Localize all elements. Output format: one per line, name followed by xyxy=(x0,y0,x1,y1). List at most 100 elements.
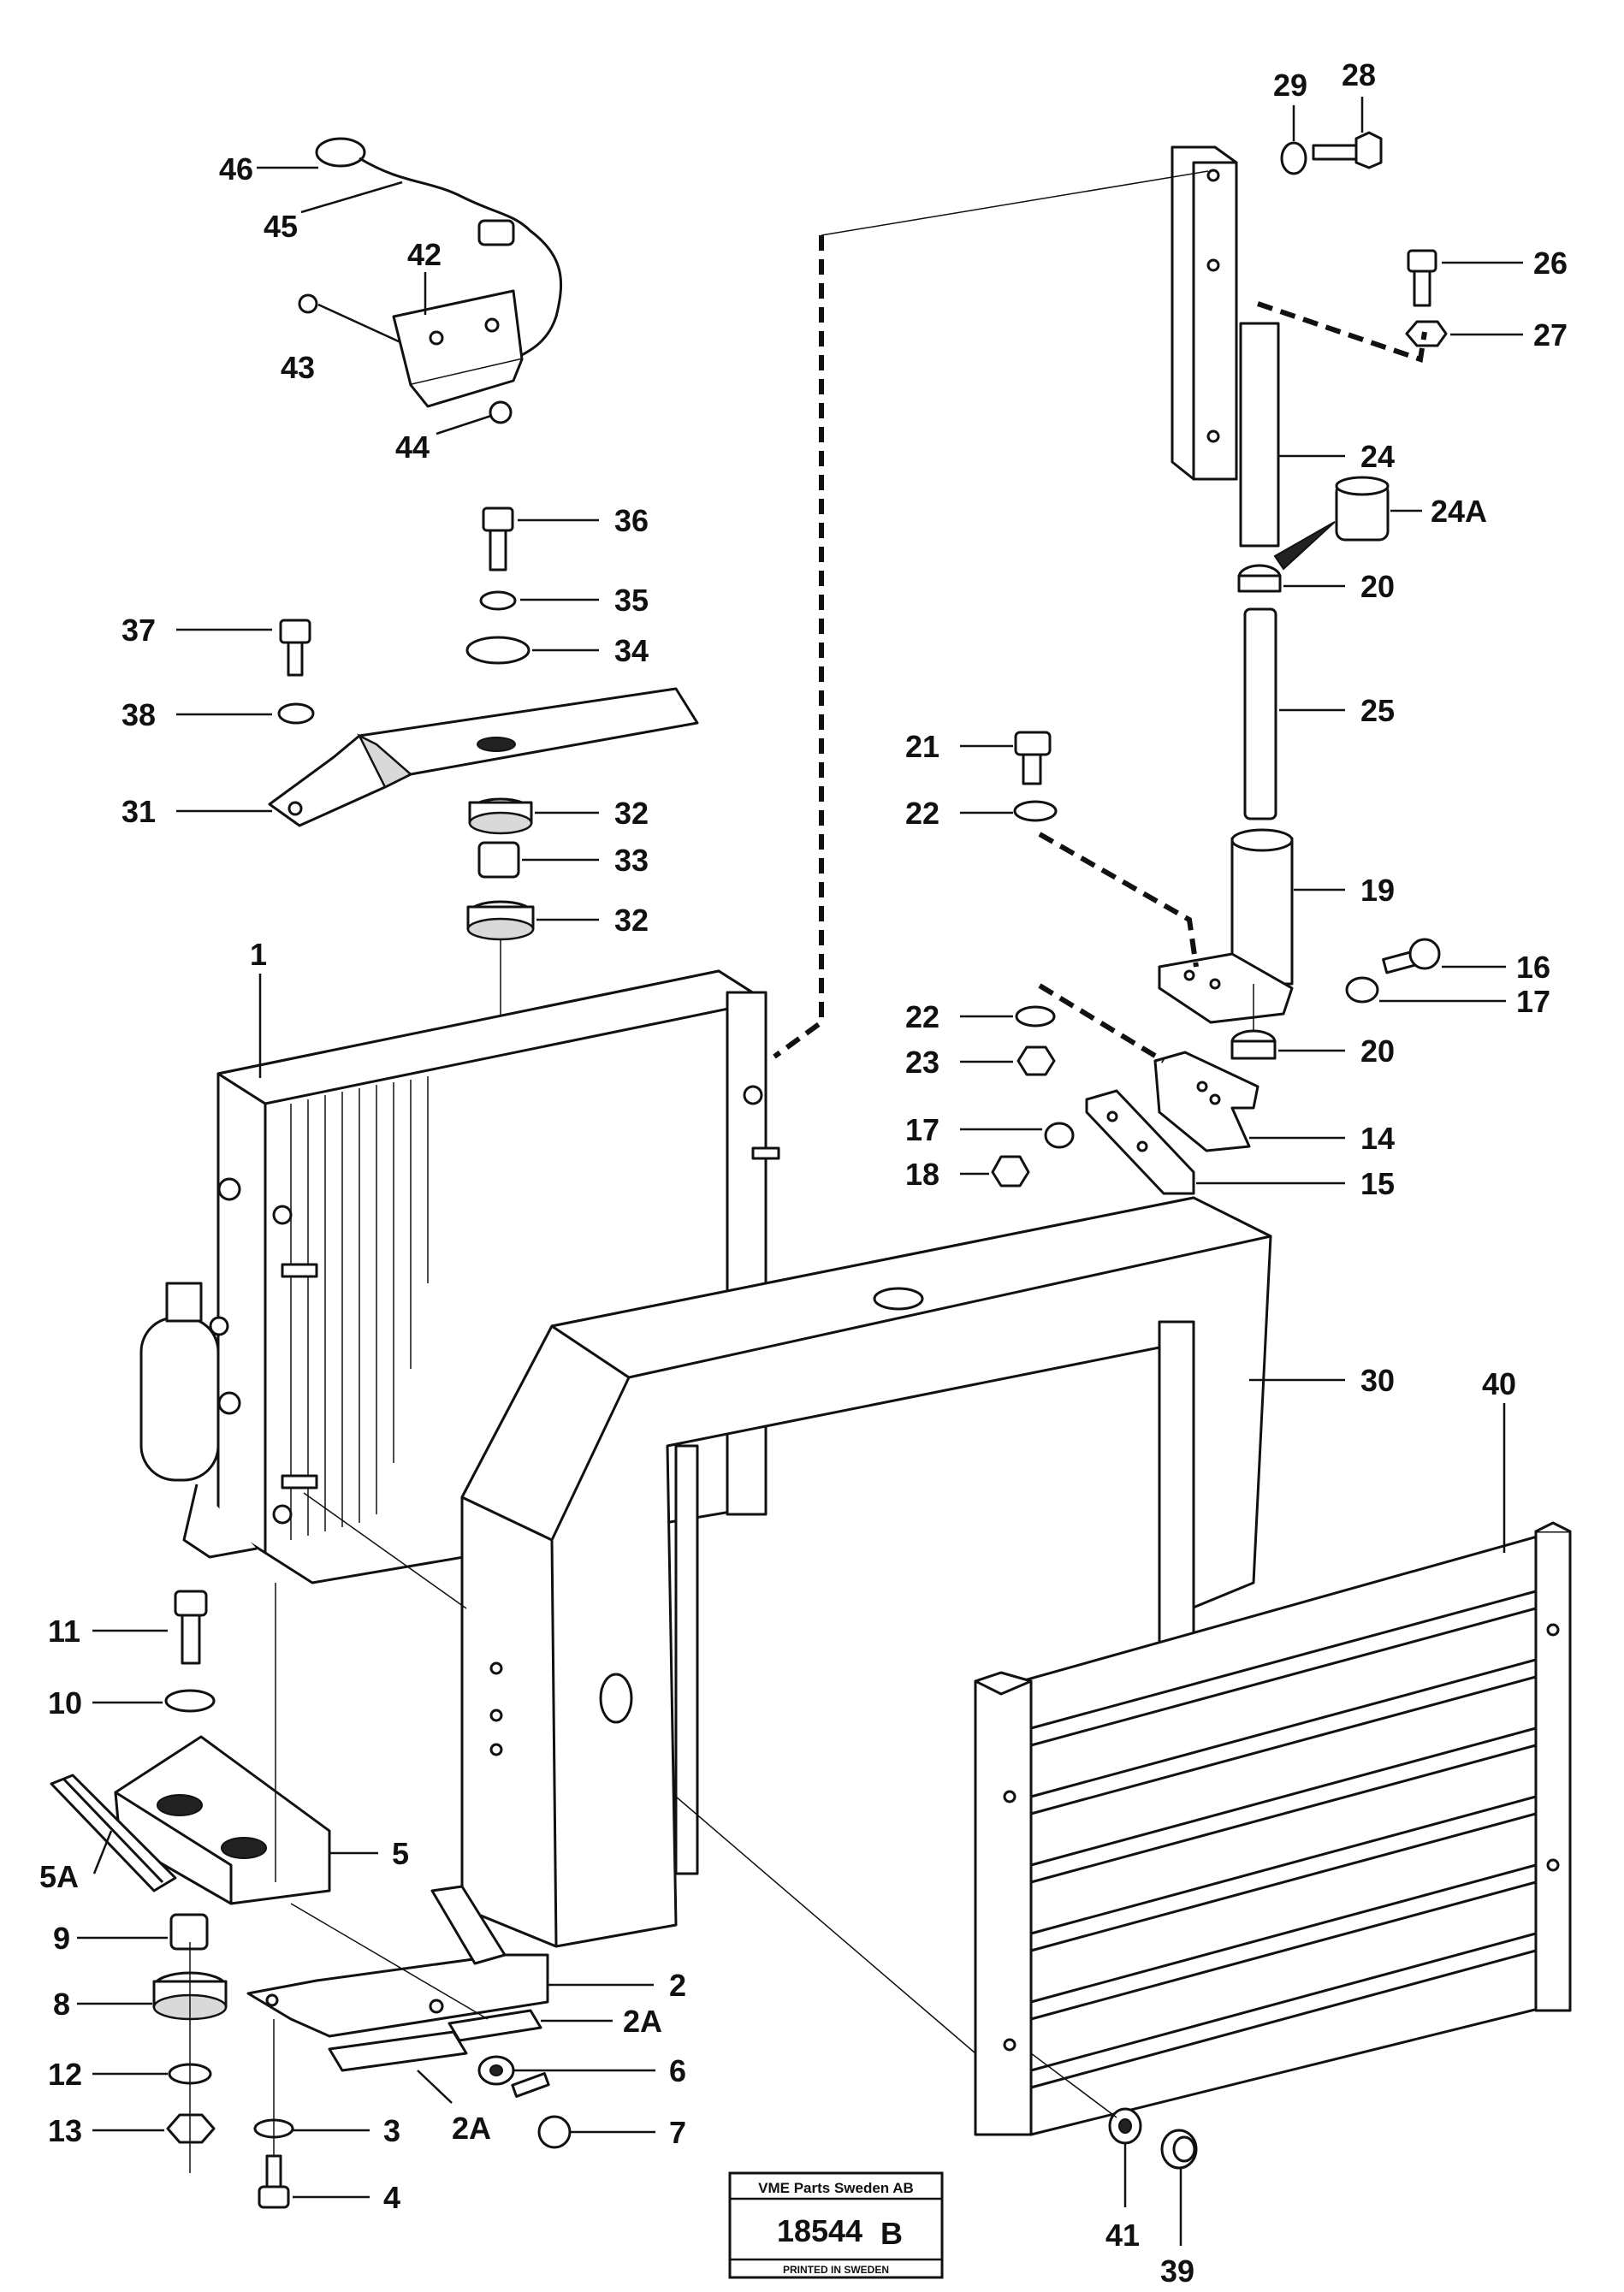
callout-42: 42 xyxy=(407,237,442,272)
callout-13: 13 xyxy=(48,2113,82,2148)
bolt-16 xyxy=(1382,938,1441,974)
callout-2A-right: 2A xyxy=(623,2004,662,2039)
bolt-4 xyxy=(258,2154,290,2209)
callout-5: 5 xyxy=(392,1836,409,1871)
callout-34: 34 xyxy=(614,633,649,668)
washer-38 xyxy=(277,702,315,725)
wiring-harness-assembly xyxy=(298,137,563,424)
callout-10: 10 xyxy=(48,1685,82,1720)
assembly-lines xyxy=(303,170,1427,2118)
nut-13 xyxy=(166,2113,216,2144)
callout-8: 8 xyxy=(53,1987,70,2022)
washer-6 xyxy=(477,2055,515,2086)
callout-5A: 5A xyxy=(39,1859,79,1894)
nut-18 xyxy=(991,1155,1030,1187)
plate-15 xyxy=(1085,1089,1195,1195)
callout-18: 18 xyxy=(905,1157,939,1192)
callout-7: 7 xyxy=(669,2115,686,2150)
callout-22-upper: 22 xyxy=(905,796,939,831)
callout-26: 26 xyxy=(1533,246,1568,281)
callout-2A-lower: 2A xyxy=(452,2111,491,2146)
bushing-20-upper xyxy=(1237,564,1282,593)
callout-43: 43 xyxy=(281,350,315,385)
callout-31: 31 xyxy=(122,794,156,829)
pin-25 xyxy=(1243,607,1277,820)
callout-17-right: 17 xyxy=(1516,984,1550,1019)
washer-17-left xyxy=(1044,1122,1075,1149)
stamp-suffix: B xyxy=(880,2216,903,2251)
bracket-2 xyxy=(246,1885,549,2038)
callout-16: 16 xyxy=(1516,950,1550,985)
callout-29: 29 xyxy=(1273,68,1307,103)
tube-19 xyxy=(1230,828,1294,986)
nut-23 xyxy=(1016,1045,1056,1076)
callout-24A: 24A xyxy=(1431,494,1487,529)
rubber-mount-32-upper xyxy=(468,797,533,835)
callout-6: 6 xyxy=(669,2053,686,2088)
callout-12: 12 xyxy=(48,2057,82,2092)
washer-22-upper xyxy=(1013,800,1058,822)
frame-30 xyxy=(460,1196,1272,1948)
callout-21: 21 xyxy=(905,729,939,764)
title-stamp: VME Parts Sweden AB 18544 B PRINTED IN S… xyxy=(728,2171,944,2279)
callout-36: 36 xyxy=(614,503,649,538)
callout-22-lower: 22 xyxy=(905,999,939,1034)
upper-bracket-31 xyxy=(268,687,699,827)
callout-17-left: 17 xyxy=(905,1112,939,1147)
washer-35 xyxy=(479,590,517,611)
grille-40 xyxy=(974,1521,1572,2136)
stamp-company: VME Parts Sweden AB xyxy=(758,2180,914,2196)
callout-45: 45 xyxy=(264,209,298,244)
spacer-9 xyxy=(169,1913,209,1951)
callout-33: 33 xyxy=(614,843,649,878)
bolt-37 xyxy=(279,619,311,677)
rubber-strip-5A xyxy=(50,1774,177,1892)
callout-23: 23 xyxy=(905,1045,939,1080)
washer-10 xyxy=(164,1689,216,1713)
callout-35: 35 xyxy=(614,583,649,618)
washer-17-right xyxy=(1345,976,1379,1004)
callout-20-lower: 20 xyxy=(1360,1033,1395,1069)
callout-14: 14 xyxy=(1360,1121,1395,1156)
callout-20-upper: 20 xyxy=(1360,569,1395,604)
nut-39 xyxy=(1160,2129,1198,2170)
receiver-drier xyxy=(139,1282,258,1559)
washer-41 xyxy=(1108,2107,1142,2145)
spacer-33 xyxy=(477,841,520,879)
callout-19: 19 xyxy=(1360,873,1395,908)
upright-plate-24 xyxy=(1171,145,1280,548)
callout-30: 30 xyxy=(1360,1363,1395,1398)
callout-38: 38 xyxy=(122,697,156,732)
callout-group: 46 45 42 43 44 37 38 31 36 35 34 32 33 3… xyxy=(39,57,1568,2289)
callout-37: 37 xyxy=(122,613,156,648)
bolt-36 xyxy=(482,506,514,572)
washer-29 xyxy=(1280,141,1307,175)
tube-plate xyxy=(1158,952,1294,1024)
callout-24: 24 xyxy=(1360,439,1395,474)
callout-9: 9 xyxy=(53,1921,70,1956)
callout-32-lower: 32 xyxy=(614,903,649,938)
callout-41: 41 xyxy=(1105,2218,1140,2253)
callout-1: 1 xyxy=(250,937,267,972)
callout-44: 44 xyxy=(395,429,430,465)
callout-4: 4 xyxy=(383,2180,400,2215)
callout-32-upper: 32 xyxy=(614,796,649,831)
washer-22-lower xyxy=(1015,1005,1056,1028)
bolt-28 xyxy=(1312,131,1383,169)
washer-34 xyxy=(465,636,530,665)
callout-25: 25 xyxy=(1360,693,1395,728)
callout-28: 28 xyxy=(1342,57,1376,92)
callout-2: 2 xyxy=(669,1968,686,2003)
stamp-number: 18544 xyxy=(777,2213,862,2248)
callout-3: 3 xyxy=(383,2113,400,2148)
callout-39: 39 xyxy=(1160,2254,1194,2289)
bolt-21 xyxy=(1014,731,1052,785)
stamp-printed: PRINTED IN SWEDEN xyxy=(783,2264,889,2276)
bolt-7 xyxy=(511,2072,572,2149)
bushing-24A xyxy=(1273,476,1390,571)
callout-46: 46 xyxy=(219,151,253,187)
bracket-14 xyxy=(1153,1051,1259,1152)
callout-15: 15 xyxy=(1360,1166,1395,1201)
callout-11: 11 xyxy=(48,1614,80,1649)
